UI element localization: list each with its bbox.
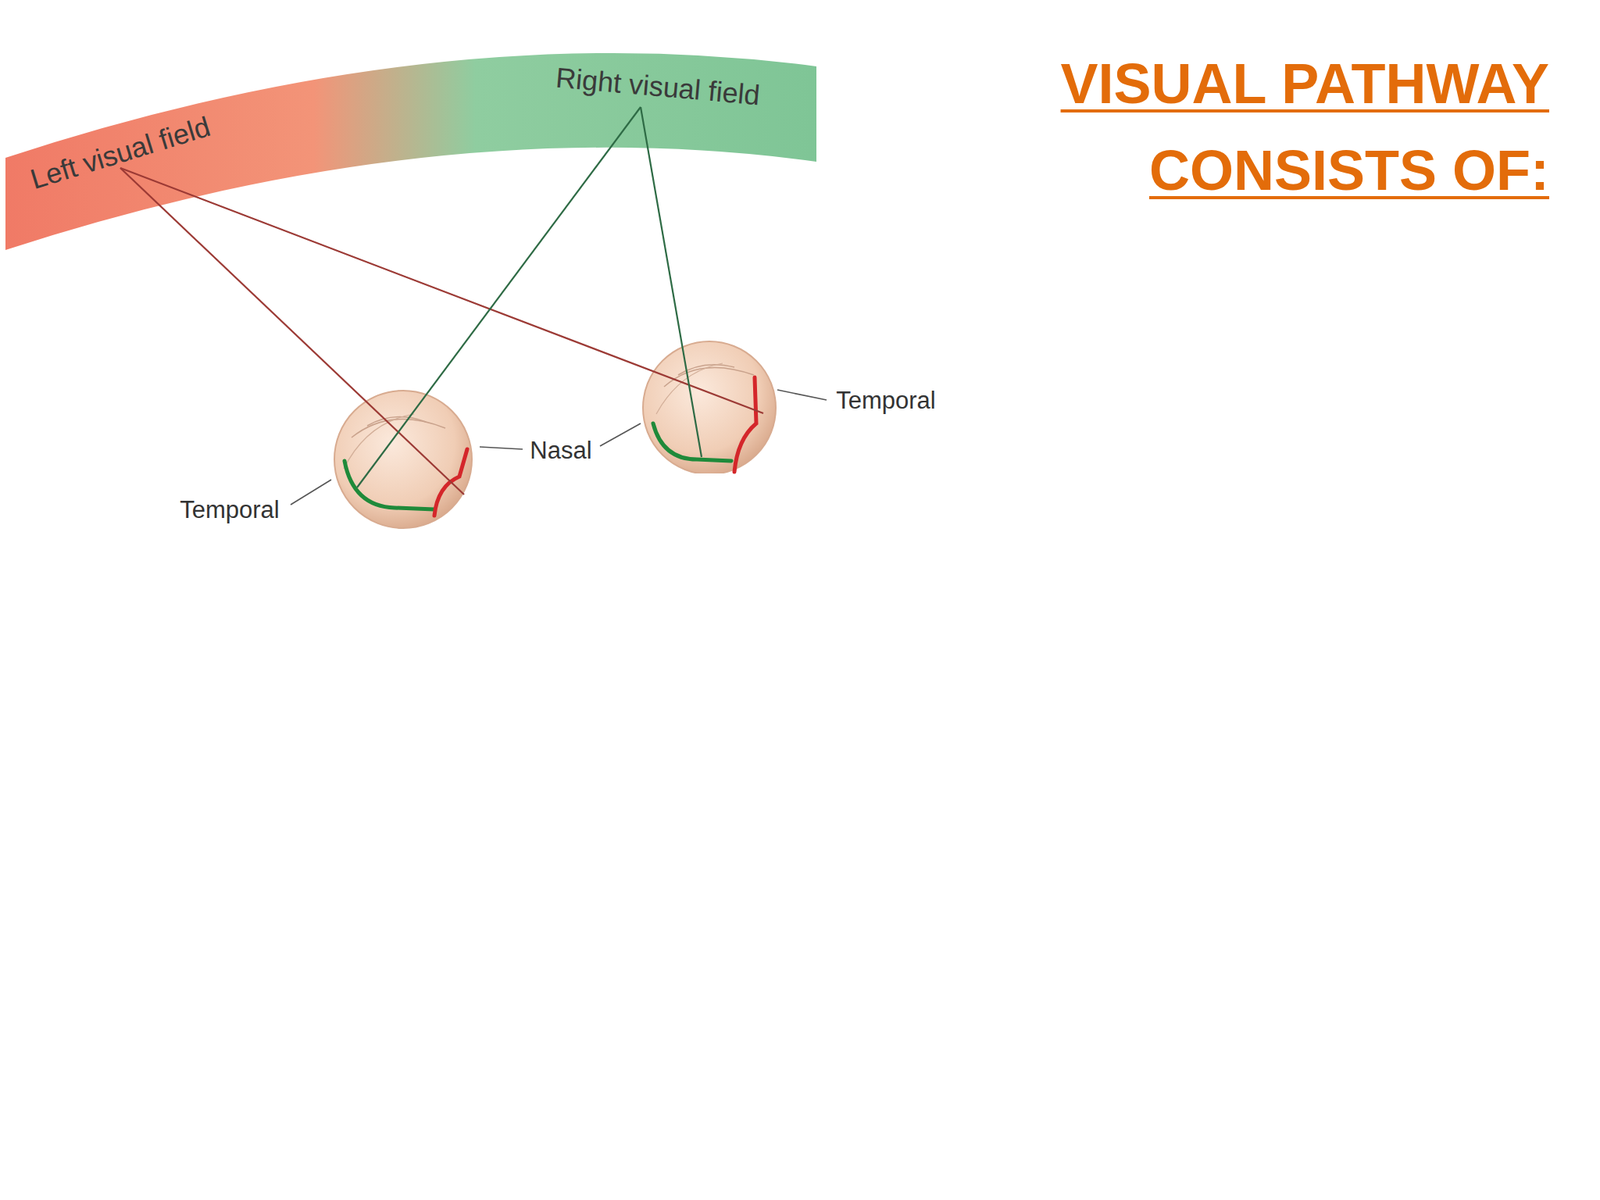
visual-field-band: Left visual fieldRight visual field bbox=[0, 0, 829, 266]
band-fill bbox=[5, 53, 817, 250]
retina-side-label: Temporal bbox=[179, 496, 280, 525]
band-shape bbox=[0, 0, 829, 266]
left-eyeball bbox=[334, 390, 485, 547]
retina-side-label: Temporal bbox=[835, 386, 936, 415]
retina-side-label: Nasal bbox=[529, 436, 592, 465]
slide-title: VISUAL PATHWAY CONSISTS OF: bbox=[924, 40, 1550, 215]
leader-lines bbox=[290, 389, 827, 505]
